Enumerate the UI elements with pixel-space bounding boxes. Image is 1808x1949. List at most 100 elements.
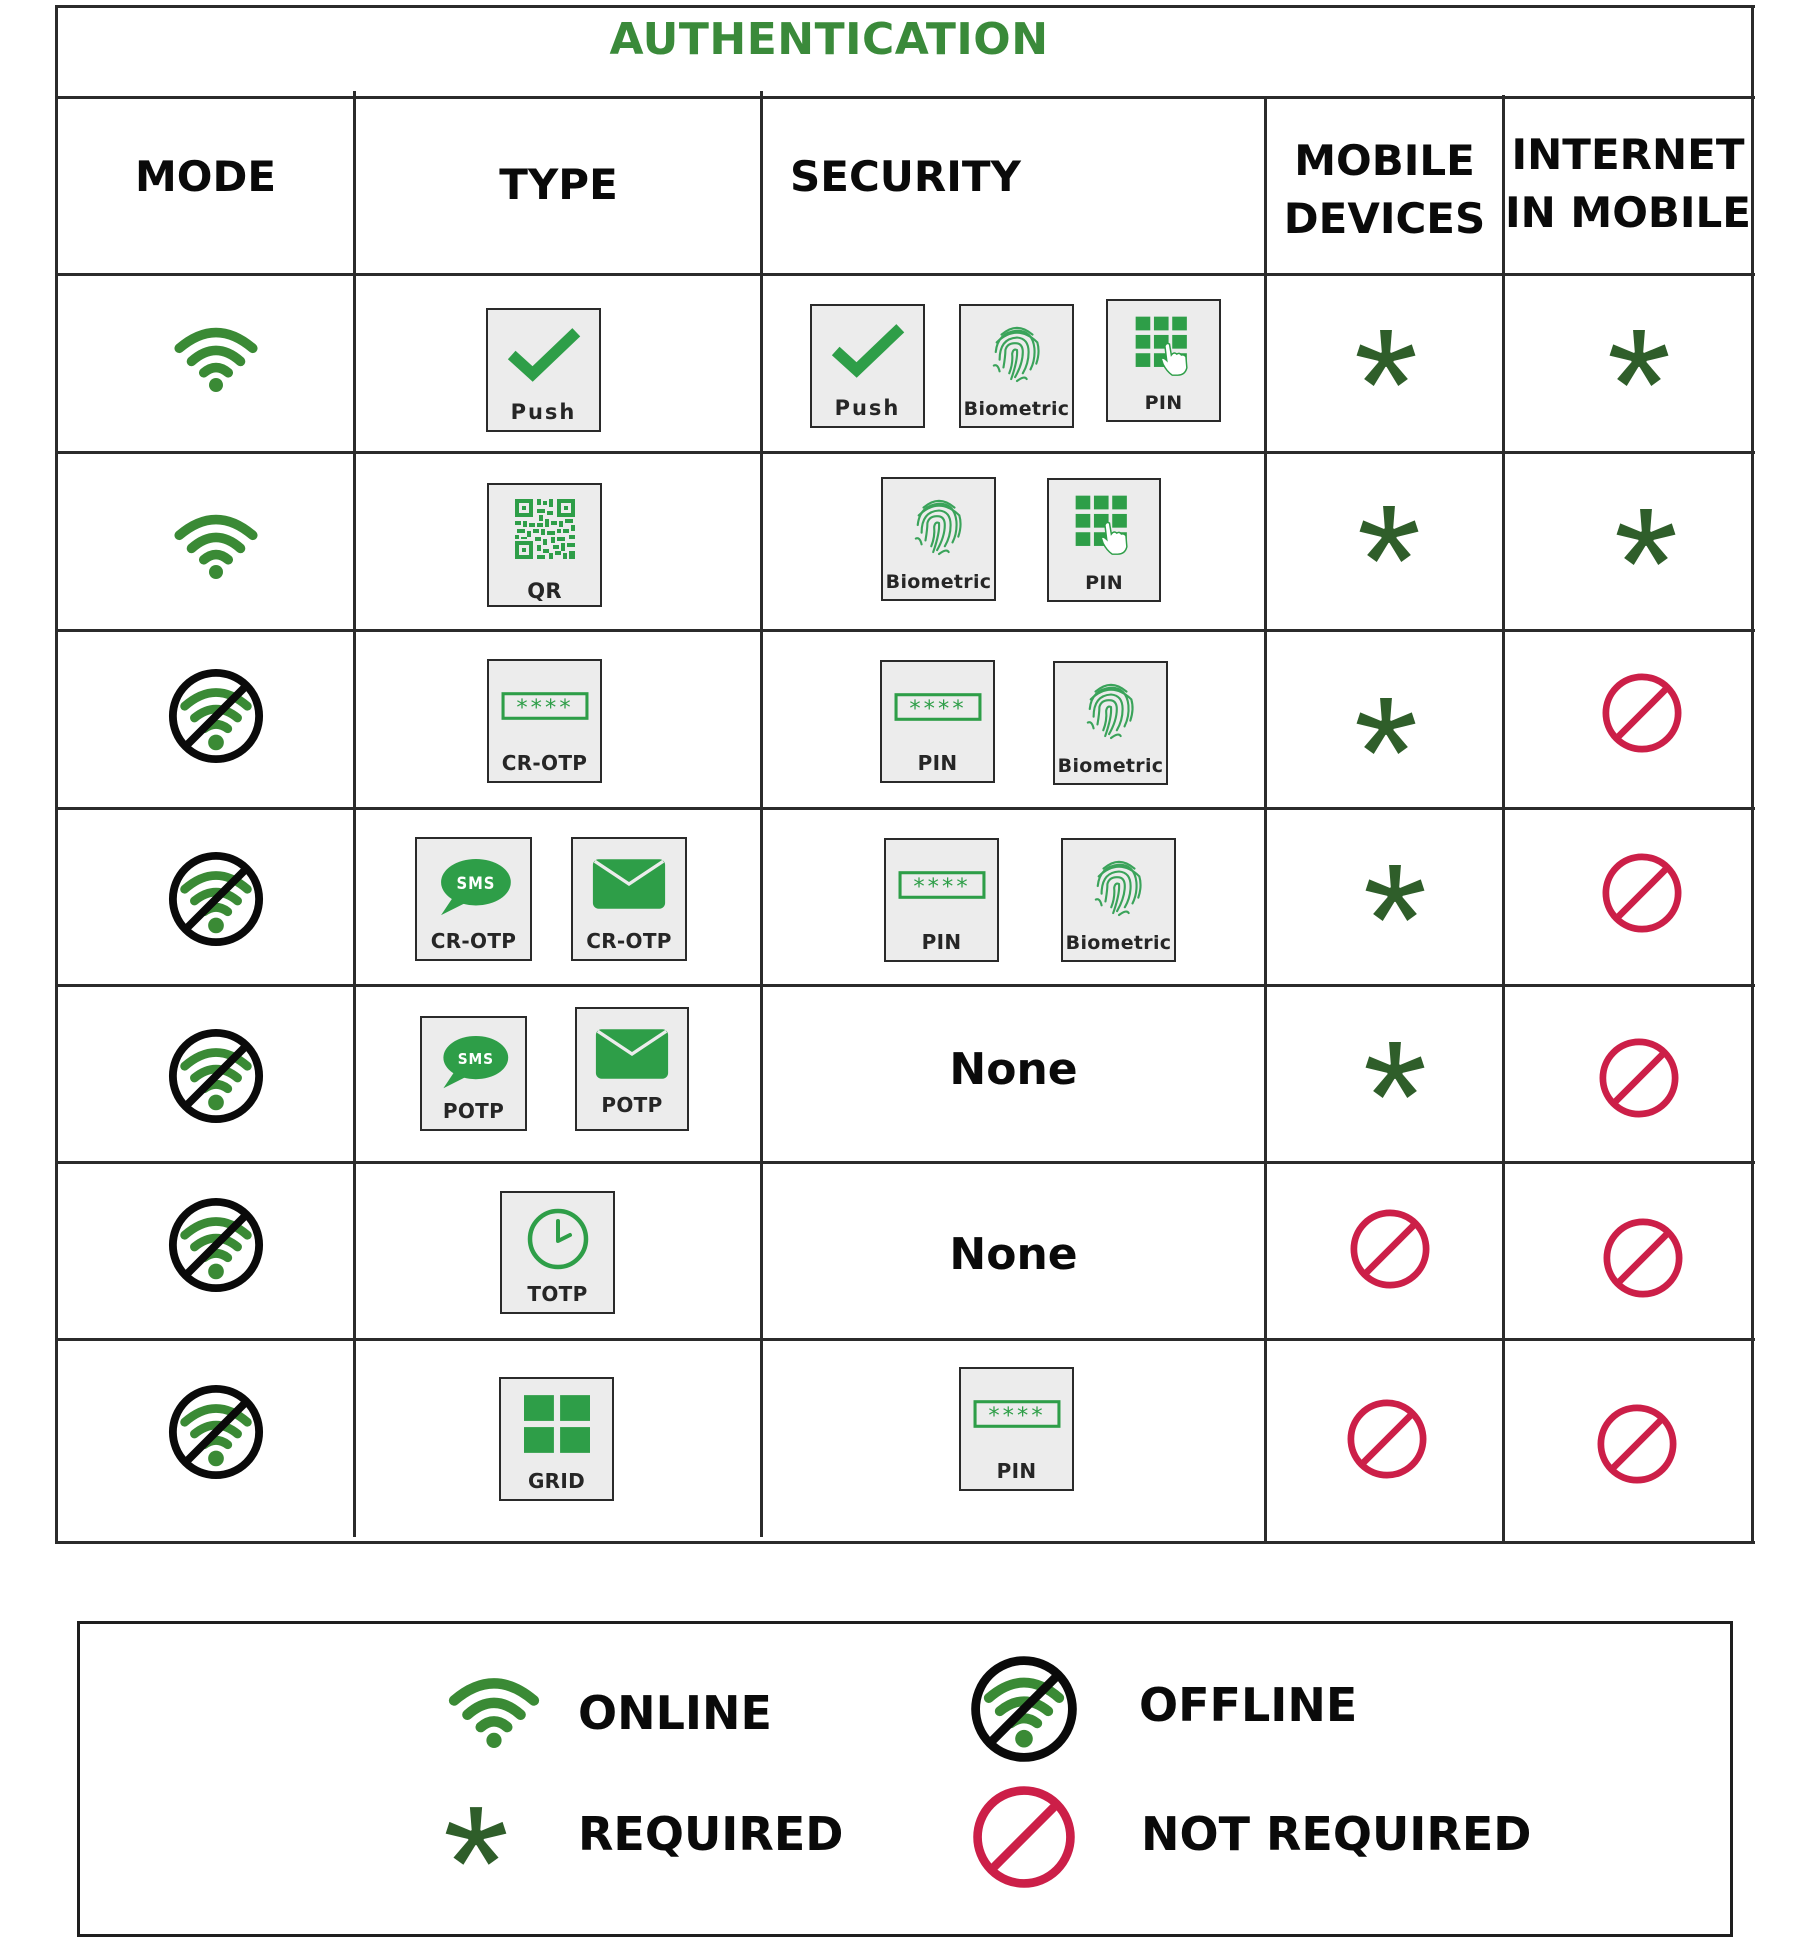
table-border-left xyxy=(55,5,58,1544)
password-field-icon xyxy=(501,691,589,721)
row-divider xyxy=(56,629,1755,632)
tile-label: GRID xyxy=(527,1469,586,1493)
tile-label: Push xyxy=(510,400,577,424)
row-divider xyxy=(56,1338,1755,1341)
tile-label: CR-OTP xyxy=(501,751,588,775)
tile-label: Push xyxy=(834,396,901,420)
table-border-top xyxy=(56,5,1755,8)
table-border-bottom xyxy=(56,1541,1755,1544)
row-divider xyxy=(56,273,1755,276)
legend-required-label: REQUIRED xyxy=(578,1807,844,1861)
security-tile-pin: PIN xyxy=(880,660,995,783)
legend-online-label: ONLINE xyxy=(578,1686,772,1740)
tile-label: Biometric xyxy=(885,571,992,593)
header-internet-in-mobile: INTERNET IN MOBILE xyxy=(1504,126,1752,242)
tile-label: PIN xyxy=(921,930,962,954)
type-tile-qr: QR xyxy=(487,483,602,607)
legend-online-wifi-icon xyxy=(446,1672,542,1748)
header-mobile-devices-line2: DEVICES xyxy=(1283,194,1486,243)
type-tile-grid: GRID xyxy=(499,1377,614,1501)
row-divider xyxy=(56,1161,1755,1164)
required-asterisk-icon xyxy=(1362,1038,1428,1104)
clock-icon xyxy=(526,1207,590,1271)
security-tile-push: Push xyxy=(810,304,925,428)
type-tile-sms-potp: POTP xyxy=(420,1016,527,1131)
offline-wifi-icon xyxy=(167,850,265,948)
type-tile-cr-otp: CR-OTP xyxy=(487,659,602,783)
check-icon xyxy=(830,322,906,380)
legend-required-icon xyxy=(442,1803,510,1871)
security-tile-biometric: Biometric xyxy=(1053,661,1168,785)
required-asterisk-icon xyxy=(1362,861,1428,927)
header-mobile-devices: MOBILE DEVICES xyxy=(1265,132,1504,248)
legend-not-required-icon xyxy=(970,1783,1078,1891)
tile-label: Biometric xyxy=(963,398,1070,420)
security-none: None xyxy=(949,1229,1078,1280)
type-tile-sms-cr-otp: CR-OTP xyxy=(415,837,532,961)
required-asterisk-icon xyxy=(1356,502,1422,568)
qr-code-icon xyxy=(513,497,577,561)
security-tile-pin: PIN xyxy=(1047,478,1161,602)
col-divider xyxy=(1502,95,1505,1542)
fingerprint-icon xyxy=(988,320,1046,384)
header-internet-line2: IN MOBILE xyxy=(1505,188,1751,237)
required-asterisk-icon xyxy=(1353,694,1419,760)
col-divider xyxy=(760,91,763,1537)
tile-label: Biometric xyxy=(1057,755,1164,777)
tile-label: PIN xyxy=(1144,392,1183,414)
row-divider xyxy=(56,807,1755,810)
header-internet-line1: INTERNET xyxy=(1511,130,1745,179)
offline-wifi-icon xyxy=(167,1196,265,1294)
not-required-icon xyxy=(1345,1397,1429,1481)
legend xyxy=(77,1621,1733,1937)
tile-label: CR-OTP xyxy=(586,929,672,953)
tile-label: PIN xyxy=(996,1459,1037,1483)
table-title: AUTHENTICATION xyxy=(609,14,1049,65)
required-asterisk-icon xyxy=(1606,326,1672,392)
tile-label: QR xyxy=(527,579,562,603)
row-divider xyxy=(56,984,1755,987)
password-field-icon xyxy=(894,692,982,722)
password-field-icon xyxy=(973,1399,1061,1429)
security-tile-biometric: Biometric xyxy=(959,304,1074,428)
fingerprint-icon xyxy=(1082,677,1140,741)
sms-icon xyxy=(438,1034,510,1092)
security-tile-pin: PIN xyxy=(884,838,999,962)
security-tile-biometric: Biometric xyxy=(881,477,996,601)
envelope-icon xyxy=(594,1027,670,1081)
fingerprint-icon xyxy=(1090,854,1148,918)
grid-icon xyxy=(524,1395,590,1453)
row-divider xyxy=(56,451,1755,454)
legend-not-required-label: NOT REQUIRED xyxy=(1141,1807,1532,1861)
offline-wifi-icon xyxy=(167,667,265,765)
check-icon xyxy=(506,326,582,384)
not-required-icon xyxy=(1601,1216,1685,1300)
offline-wifi-icon xyxy=(167,1027,265,1125)
security-tile-pin: PIN xyxy=(959,1367,1074,1491)
not-required-icon xyxy=(1348,1207,1432,1291)
tile-label: TOTP xyxy=(527,1282,588,1306)
required-asterisk-icon xyxy=(1353,326,1419,392)
online-wifi-icon xyxy=(172,322,260,392)
type-tile-email-potp: POTP xyxy=(575,1007,689,1131)
sms-icon xyxy=(435,857,513,919)
online-wifi-icon xyxy=(172,509,260,579)
header-mode: MODE xyxy=(134,152,277,201)
keypad-icon xyxy=(1072,492,1136,556)
tile-label: CR-OTP xyxy=(430,929,517,953)
offline-wifi-icon xyxy=(167,1383,265,1481)
legend-offline-icon xyxy=(969,1654,1079,1764)
envelope-icon xyxy=(591,857,667,911)
not-required-icon xyxy=(1600,671,1684,755)
table-border-right xyxy=(1751,5,1754,1544)
type-tile-email-cr-otp: CR-OTP xyxy=(571,837,687,961)
keypad-icon xyxy=(1132,313,1196,377)
type-tile-push: Push xyxy=(486,308,601,432)
not-required-icon xyxy=(1597,1036,1681,1120)
not-required-icon xyxy=(1600,851,1684,935)
required-asterisk-icon xyxy=(1613,505,1679,571)
header-type: TYPE xyxy=(499,160,618,209)
tile-label: PIN xyxy=(1085,572,1123,594)
header-mobile-devices-line1: MOBILE xyxy=(1294,136,1475,185)
legend-offline-label: OFFLINE xyxy=(1139,1678,1358,1732)
